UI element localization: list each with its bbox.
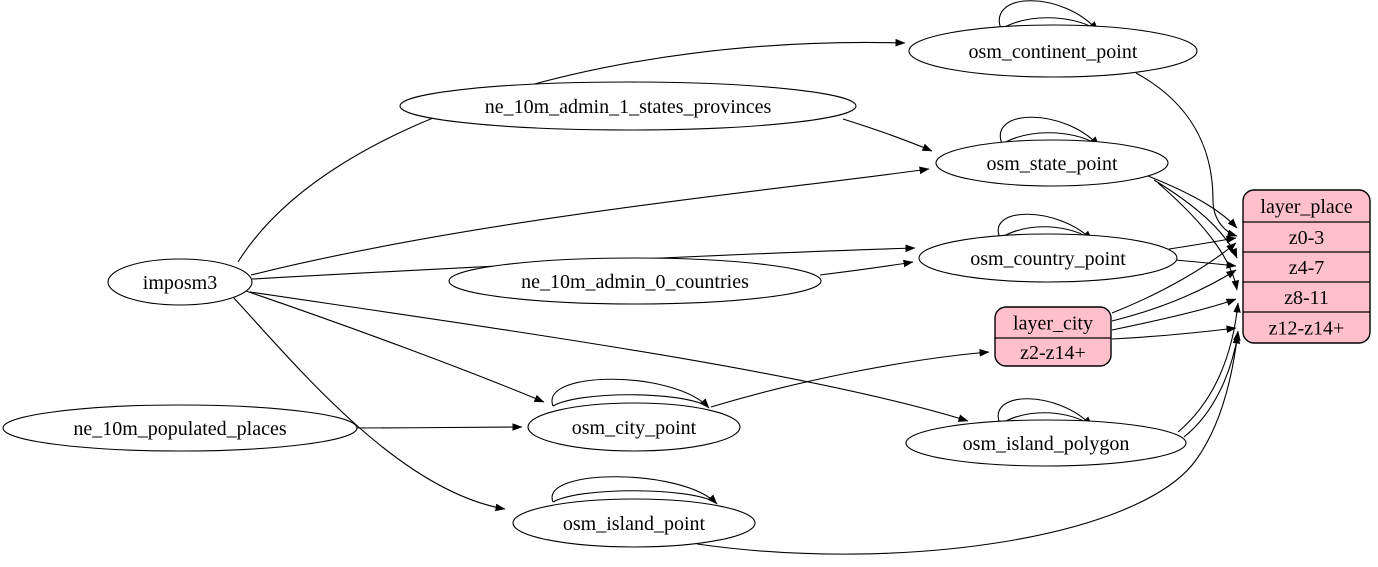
node-osm_state_point: osm_state_point [935, 139, 1169, 187]
edge-osm_country_point-osm_country_point-self-loop [997, 213, 1093, 241]
layer_city-row-z2-z14+: z2-z14+ [1020, 342, 1086, 364]
edge-layer_city-layer_place-z0-3 [1111, 242, 1237, 314]
osm_state_point-label: osm_state_point [986, 153, 1118, 175]
node-osm_island_polygon: osm_island_polygon [905, 419, 1187, 467]
layer_city-box [994, 306, 1112, 367]
edge-osm_city_point-layer_city-z2-z14+ [710, 349, 990, 408]
edge-osm_state_point-osm_state_point-self-loop-return [1001, 132, 1098, 145]
ne_10m_admin_0_countries-label: ne_10m_admin_0_countries [521, 271, 749, 293]
node-layer_place: layer_place z0-3 z4-7 z8-11 z12-z14+ [1242, 189, 1371, 344]
imposm3-label: imposm3 [143, 272, 217, 294]
ne_10m_populated_places-label: ne_10m_populated_places [73, 418, 286, 440]
edges-layer [232, 0, 1241, 555]
edge-osm_state_point-osm_state_point-self-loop [999, 116, 1100, 147]
edge-imposm3-osm_state_point [250, 166, 930, 276]
edge-osm_city_point-osm_city_point-self-loop [551, 378, 710, 409]
ne_10m_admin_1_states_provinces-label: ne_10m_admin_1_states_provinces [485, 96, 772, 118]
node-layer_city: layer_city z2-z14+ [994, 306, 1112, 367]
layer_place-box [1242, 189, 1371, 344]
osm_continent_point-label: osm_continent_point [969, 41, 1138, 63]
node-ne_10m_admin_1_states_provinces: ne_10m_admin_1_states_provinces [399, 81, 857, 131]
edge-osm_island_point-osm_island_point-self-loop-return [552, 490, 716, 503]
edge-osm_continent_point-osm_continent_point-self-loop [998, 0, 1099, 32]
edge-osm_country_point-osm_country_point-self-loop-return [999, 226, 1091, 239]
node-osm_country_point: osm_country_point [918, 233, 1178, 283]
edge-osm_city_point-osm_city_point-self-loop-return [552, 394, 708, 407]
osm_island_point-label: osm_island_point [563, 513, 706, 535]
nodes-layer: imposm3 ne_10m_admin_1_states_provincesne… [2, 24, 1371, 548]
osm_country_point-ellipse [918, 233, 1178, 283]
node-osm_continent_point: osm_continent_point [908, 24, 1198, 78]
edge-osm_country_point-layer_place-z4-7 [1174, 259, 1237, 269]
node-imposm3: imposm3 [107, 258, 253, 306]
edge-ne_10m_admin_0_countries-osm_country_point [819, 259, 914, 276]
ne_10m_populated_places-ellipse [2, 404, 358, 452]
layer_place-row-z12-z14+: z12-z14+ [1269, 318, 1345, 340]
edge-imposm3-osm_city_point [245, 290, 545, 403]
edge-layer_city-layer_place-z12-z14+ [1111, 325, 1237, 340]
edge-osm_country_point-layer_place-z0-3 [1168, 235, 1237, 250]
layer_place-row-title: layer_place [1260, 196, 1352, 218]
osm_state_point-ellipse [935, 139, 1169, 187]
node-ne_10m_admin_0_countries: ne_10m_admin_0_countries [448, 257, 822, 305]
edge-osm_island_point-osm_island_point-self-loop [551, 476, 718, 505]
edge-imposm3-osm_continent_point [237, 38, 906, 263]
edge-osm_state_point-layer_place-z0-3 [1147, 175, 1238, 229]
osm_city_point-label: osm_city_point [572, 417, 697, 439]
osm_city_point-ellipse [527, 402, 741, 452]
edge-layer_city-layer_place-z8-11 [1111, 298, 1237, 331]
osm_country_point-label: osm_country_point [970, 248, 1126, 270]
layer_place-row-z4-7: z4-7 [1289, 257, 1325, 279]
osm_island_polygon-label: osm_island_polygon [963, 433, 1130, 455]
layer_place-row-z0-3: z0-3 [1289, 227, 1325, 249]
edge-osm_state_point-layer_place-z8-11 [1157, 182, 1240, 291]
edge-imposm3-osm_island_point [232, 296, 506, 512]
node-osm_island_point: osm_island_point [512, 498, 756, 548]
edge-ne_10m_populated_places-osm_city_point [356, 423, 523, 431]
osm_island_point-ellipse [512, 498, 756, 548]
ne_10m_admin_0_countries-ellipse [448, 257, 822, 305]
layer_city-row-title: layer_city [1013, 313, 1093, 335]
imposm3-ellipse [107, 258, 253, 306]
edge-layer_city-layer_place-z4-7 [1111, 269, 1237, 322]
node-osm_city_point: osm_city_point [527, 402, 741, 452]
edge-osm_island_polygon-osm_island_polygon-self-loop-return [999, 412, 1091, 425]
edge-osm_island_polygon-osm_island_polygon-self-loop [997, 398, 1093, 427]
layer_place-row-z8-11: z8-11 [1284, 287, 1329, 309]
edge-imposm3-osm_island_polygon [249, 291, 969, 422]
osm_island_polygon-ellipse [905, 419, 1187, 467]
edge-osm_island_point-layer_place-z12-z14+ [696, 330, 1241, 555]
edge-ne_10m_admin_1_states_provinces-osm_state_point [842, 118, 933, 152]
edge-osm_continent_point-osm_continent_point-self-loop-return [1000, 17, 1097, 30]
edge-osm_island_polygon-layer_place-z12-z14+ [1183, 333, 1241, 438]
edge-osm_island_polygon-layer_place-z8-11 [1177, 302, 1241, 433]
osm_continent_point-ellipse [908, 24, 1198, 78]
ne_10m_admin_1_states_provinces-ellipse [399, 81, 857, 131]
edge-osm_continent_point-layer_place-z0-3 [1135, 72, 1238, 237]
node-ne_10m_populated_places: ne_10m_populated_places [2, 404, 358, 452]
